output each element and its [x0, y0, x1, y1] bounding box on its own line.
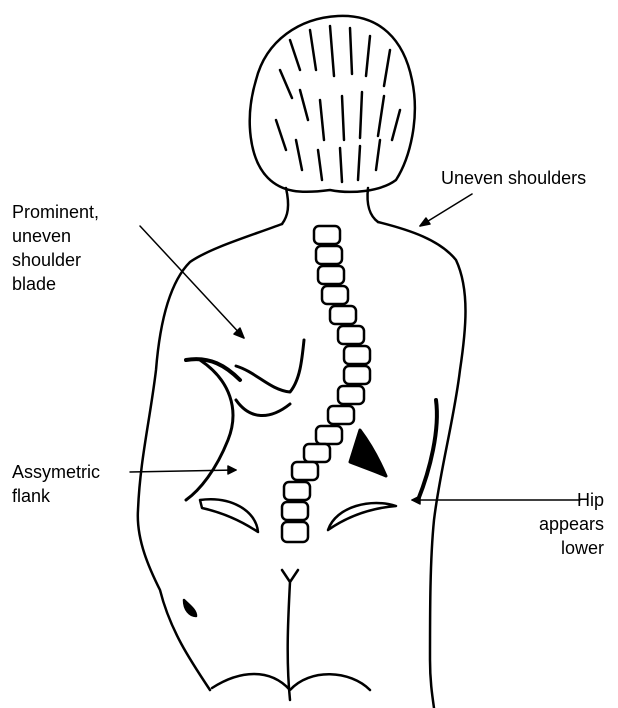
label-hip-line-3: lower	[539, 536, 604, 560]
label-uneven-shoulders: Uneven shoulders	[441, 166, 586, 190]
label-shoulder-blade-line-4: blade	[12, 272, 99, 296]
neck	[282, 188, 378, 224]
label-asymmetric-flank: Assymetric flank	[12, 460, 100, 508]
label-shoulder-blade: Prominent, uneven shoulder blade	[12, 200, 99, 296]
label-hip-lower: Hip appears lower	[539, 488, 604, 560]
hair	[250, 16, 415, 192]
label-flank-line-2: flank	[12, 484, 100, 508]
flank-leader	[130, 470, 236, 472]
label-hip-line-2: appears	[539, 512, 604, 536]
buttocks	[184, 570, 370, 700]
label-shoulder-blade-line-1: Prominent,	[12, 200, 99, 224]
label-shoulder-blade-line-3: shoulder	[12, 248, 99, 272]
label-hip-line-1: Hip	[539, 488, 604, 512]
label-uneven-shoulders-text: Uneven shoulders	[441, 166, 586, 190]
label-flank-line-1: Assymetric	[12, 460, 100, 484]
label-shoulder-blade-line-2: uneven	[12, 224, 99, 248]
